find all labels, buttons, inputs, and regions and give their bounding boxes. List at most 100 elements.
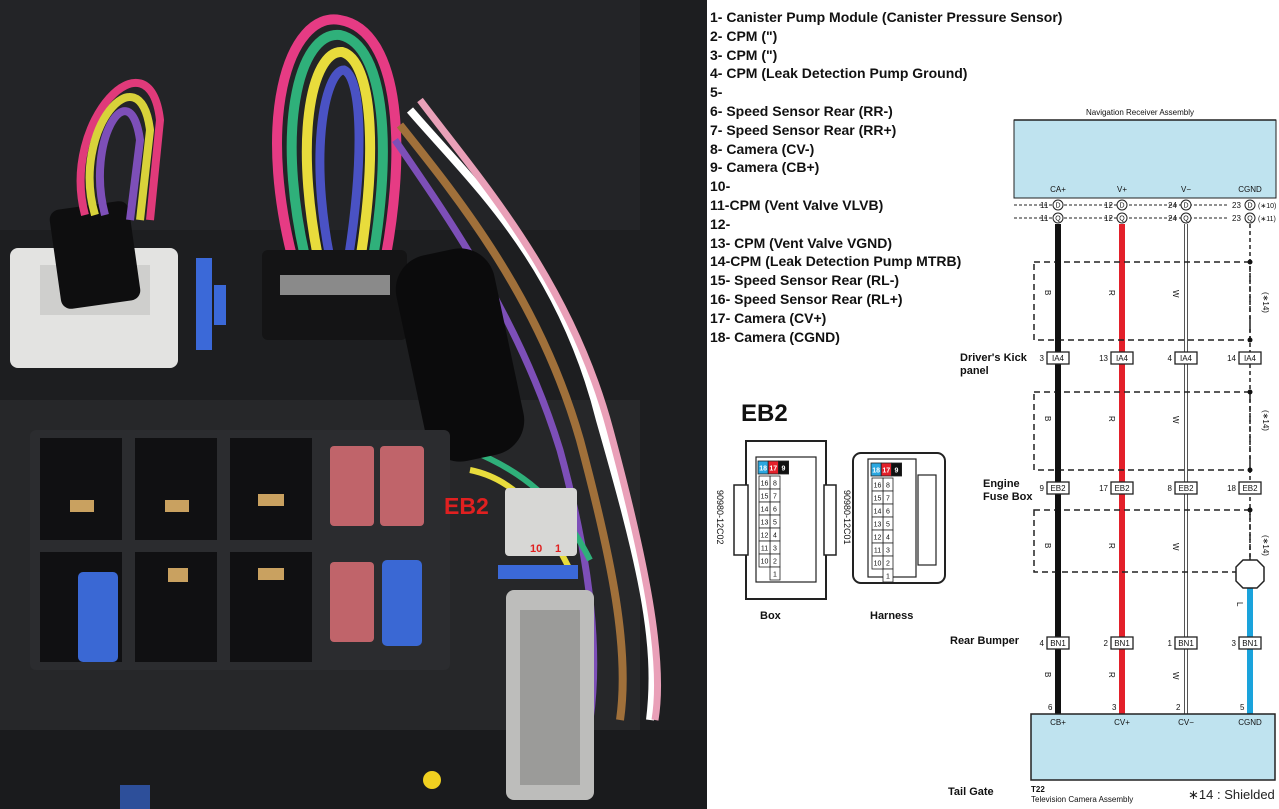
camera-assembly-box [1030, 713, 1276, 781]
camera-code: T22 [1031, 785, 1045, 794]
kick-panel-connector [1110, 351, 1134, 365]
rear-bumper-connector [1110, 636, 1134, 650]
camera-pin-number: 6 [1048, 703, 1053, 712]
pin-cell-number: 11 [874, 548, 881, 555]
rear-bumper-connector [1238, 636, 1262, 650]
pin-cell-number: 6 [886, 509, 890, 516]
pin-letter: Q [1247, 216, 1253, 223]
pin-cell-number: 1 [886, 574, 890, 581]
wire-color-label: W [1171, 416, 1180, 424]
pin-cell-number: 7 [773, 494, 777, 501]
pin-cell-number: 2 [886, 561, 890, 568]
engine-fuse-box-connector-label: EB2 [1178, 484, 1194, 493]
connector-pin-number: 9 [1040, 484, 1045, 493]
rear-bumper-connector-label: BN1 [1178, 639, 1194, 648]
pin-number: 24 [1168, 201, 1177, 210]
rear-bumper-connector [1174, 636, 1198, 650]
camera-pin-label: CV− [1178, 718, 1194, 727]
pin-cell-number: 15 [874, 496, 882, 503]
pin-list-item: 6- Speed Sensor Rear (RR-) [710, 102, 893, 119]
connector-pin-number: 18 [1227, 484, 1236, 493]
fuse-box-photo-drawing [10, 14, 662, 809]
pin-cell-number: 5 [886, 522, 890, 529]
pin-letter: Q [1119, 216, 1125, 223]
kick-panel-connector-label: IA4 [1180, 354, 1193, 363]
wire-color-label: W [1171, 543, 1180, 551]
engine-fuse-box-connector [1046, 481, 1070, 495]
photo-pin-1-label: 1 [555, 543, 562, 555]
pin-number: 24 [1168, 214, 1177, 223]
drivers-kick-panel-label: Driver's Kick panel [960, 352, 1027, 377]
shield-note: (∗14) [1261, 410, 1270, 431]
pin-cell-number: 8 [886, 483, 890, 490]
pin-letter: D [1183, 203, 1188, 210]
pin-list-item: 14-CPM (Leak Detection Pump MTRB) [710, 253, 962, 270]
pin-cell-number: 14 [761, 507, 769, 514]
kick-panel-connector-label: IA4 [1244, 354, 1257, 363]
pin-cell-number: 3 [886, 548, 890, 555]
wire-color-label: L [1235, 602, 1244, 607]
pin-number: 12 [1104, 214, 1113, 223]
pin-list-item: 10- [710, 178, 731, 195]
pin-list-item: 2- CPM (") [710, 27, 778, 44]
kick-panel-connector [1174, 351, 1198, 365]
wire-color-label: W [1171, 290, 1180, 298]
wire-color-label: R [1107, 416, 1116, 422]
photo-pin-10-label: 10 [530, 543, 543, 555]
pin-number: 23 [1232, 214, 1241, 223]
pin-list-item: 7- Speed Sensor Rear (RR+) [710, 121, 897, 138]
pin-number: 11 [1040, 214, 1049, 223]
pin-cell-number: 16 [874, 483, 882, 490]
engine-fuse-box-connector-label: EB2 [1050, 484, 1066, 493]
pin-cell-number: 14 [874, 509, 882, 516]
receiver-pin-label: CGND [1238, 185, 1262, 194]
pin-letter: Q [1055, 216, 1061, 223]
wiring-schematic: Navigation Receiver Assembly CA+ V+ V− C… [1013, 108, 1277, 804]
kick-panel-connector [1238, 351, 1262, 365]
pin-cell-number: 1 [773, 572, 777, 579]
tail-gate-label: Tail Gate [948, 786, 994, 798]
camera-pin-label: CV+ [1114, 718, 1130, 727]
pin-letter: D [1119, 203, 1124, 210]
wire-color-label: B [1043, 416, 1052, 421]
pin-cell-number: 13 [761, 520, 769, 527]
connector-pin-number: 14 [1227, 354, 1236, 363]
camera-pin-label: CB+ [1050, 718, 1066, 727]
pin-cell-number: 13 [874, 522, 882, 529]
pin-cell [890, 462, 902, 477]
pin-note: (∗11) [1258, 216, 1276, 223]
pin-cell-number: 15 [761, 494, 769, 501]
pin-cell-number: 4 [886, 535, 890, 542]
wire-color-label: B [1043, 672, 1052, 677]
camera-name: Television Camera Assembly [1031, 795, 1133, 804]
pin-cell [758, 553, 771, 568]
connector-pin-number: 17 [1099, 484, 1108, 493]
receiver-title: Navigation Receiver Assembly [1086, 108, 1194, 117]
kick-panel-connector [1046, 351, 1070, 365]
pin-list-item: 12- [710, 215, 731, 232]
rear-bumper-connector [1046, 636, 1070, 650]
pin-list-item: 8- Camera (CV-) [710, 140, 815, 157]
connector-pin-number: 3 [1040, 354, 1045, 363]
camera-pin-number: 2 [1176, 703, 1181, 712]
pin-cell-number: 17 [882, 468, 890, 475]
pin-cell [882, 568, 894, 583]
pin-cell-number: 5 [773, 520, 777, 527]
pin-list-item: 5- [710, 84, 723, 101]
box-label: Box [760, 610, 781, 622]
pin-cell [778, 460, 790, 475]
box-part-number: 90980-12C02 [715, 490, 725, 545]
camera-pin-number: 3 [1112, 703, 1117, 712]
engine-fuse-box-label: Engine Fuse Box [983, 478, 1033, 503]
pin-list-item: 13- CPM (Vent Valve VGND) [710, 234, 893, 251]
pin-cell-number: 6 [773, 507, 777, 514]
connector-pin-number: 13 [1099, 354, 1108, 363]
wire-color-label: R [1107, 543, 1116, 549]
wire-color-label: B [1043, 290, 1052, 295]
rear-bumper-connector-label: BN1 [1114, 639, 1130, 648]
receiver-pin-label: V− [1181, 185, 1191, 194]
rear-bumper-connector-label: BN1 [1050, 639, 1066, 648]
shielded-legend: ∗14 : Shielded [1188, 787, 1275, 802]
